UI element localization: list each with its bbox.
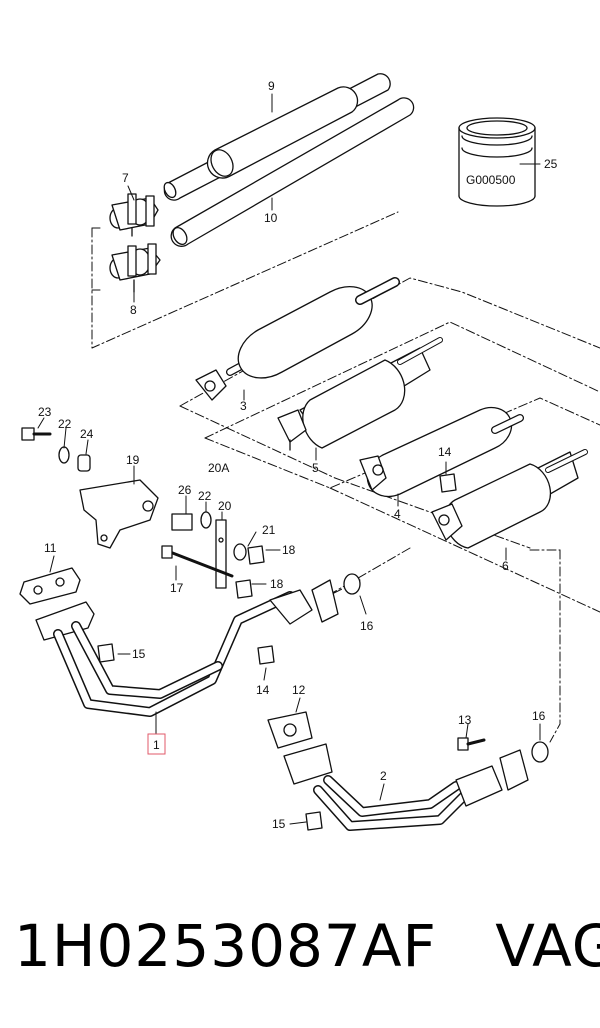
callout-18a: 18 bbox=[282, 543, 296, 557]
callout-22a: 22 bbox=[58, 417, 72, 431]
callout-7: 7 bbox=[122, 171, 129, 185]
callout-12: 12 bbox=[292, 683, 306, 697]
callout-6: 6 bbox=[502, 559, 509, 573]
can-label: G000500 bbox=[466, 173, 516, 187]
callout-23: 23 bbox=[38, 405, 52, 419]
callout-5: 5 bbox=[312, 461, 319, 475]
gasket-12 bbox=[267, 711, 313, 749]
part-number: 1H0253087AF bbox=[14, 912, 437, 980]
centre-silencer-4 bbox=[359, 406, 524, 498]
spacer-24 bbox=[77, 454, 91, 472]
rear-muffler-9 bbox=[163, 73, 391, 201]
callout-8: 8 bbox=[130, 303, 137, 317]
callout-21: 21 bbox=[262, 523, 276, 537]
callout-19: 19 bbox=[126, 453, 140, 467]
callout-13: 13 bbox=[458, 713, 472, 727]
callout-3: 3 bbox=[240, 399, 247, 413]
sealant-can-25 bbox=[458, 117, 536, 207]
callout-1: 1 bbox=[153, 738, 160, 752]
callout-9: 9 bbox=[268, 79, 275, 93]
part-caption: 1H0253087AF VAG bbox=[14, 912, 600, 980]
centre-silencer-3 bbox=[195, 277, 400, 401]
callout-15a: 15 bbox=[132, 647, 146, 661]
front-pipe-1 bbox=[35, 579, 339, 717]
bolt-23 bbox=[21, 427, 52, 441]
exhaust-parts-diagram: G000500 9 25 7 10 8 3 5 4 6 14 23 22 24 … bbox=[19, 73, 600, 831]
callout-18b: 18 bbox=[270, 577, 284, 591]
callout-16b: 16 bbox=[532, 709, 546, 723]
callout-10: 10 bbox=[264, 211, 278, 225]
pipe-clamp-8 bbox=[109, 243, 161, 293]
leader-lines bbox=[37, 93, 541, 825]
nut-15b bbox=[305, 811, 323, 831]
nut-15 bbox=[97, 643, 115, 663]
callout-22b: 22 bbox=[198, 489, 212, 503]
callout-14b: 14 bbox=[256, 683, 270, 697]
sleeve-16b bbox=[531, 741, 549, 763]
callout-11: 11 bbox=[44, 541, 57, 555]
callout-labels: 9 25 7 10 8 3 5 4 6 14 23 22 24 19 20A 2… bbox=[38, 79, 558, 831]
washer-22 bbox=[58, 446, 70, 464]
callout-20: 20 bbox=[218, 499, 232, 513]
gasket-11 bbox=[19, 567, 81, 605]
bracket-19 bbox=[79, 479, 159, 549]
callout-24: 24 bbox=[80, 427, 94, 441]
catalytic-converter-6 bbox=[431, 449, 588, 549]
callout-26: 26 bbox=[178, 483, 192, 497]
catalytic-converter-5 bbox=[277, 337, 443, 451]
callout-25: 25 bbox=[544, 157, 558, 171]
bolt-13 bbox=[457, 737, 486, 751]
pipe-clamp-7 bbox=[109, 193, 159, 237]
brand-name: VAG bbox=[495, 912, 600, 980]
intermediate-pipe-10 bbox=[170, 97, 415, 247]
callout-20a: 20A bbox=[208, 461, 229, 475]
callout-4: 4 bbox=[394, 507, 401, 521]
nut-14 bbox=[257, 645, 275, 665]
sleeve-16 bbox=[343, 573, 361, 595]
callout-14a: 14 bbox=[438, 445, 452, 459]
callout-16a: 16 bbox=[360, 619, 374, 633]
front-pipe-2 bbox=[283, 743, 529, 831]
callout-2: 2 bbox=[380, 769, 387, 783]
nut-14b bbox=[439, 473, 457, 493]
callout-17: 17 bbox=[170, 581, 184, 595]
highlight-box-part-1 bbox=[147, 733, 166, 755]
callout-15b: 15 bbox=[272, 817, 286, 831]
mounting-parts-20A bbox=[161, 511, 265, 599]
